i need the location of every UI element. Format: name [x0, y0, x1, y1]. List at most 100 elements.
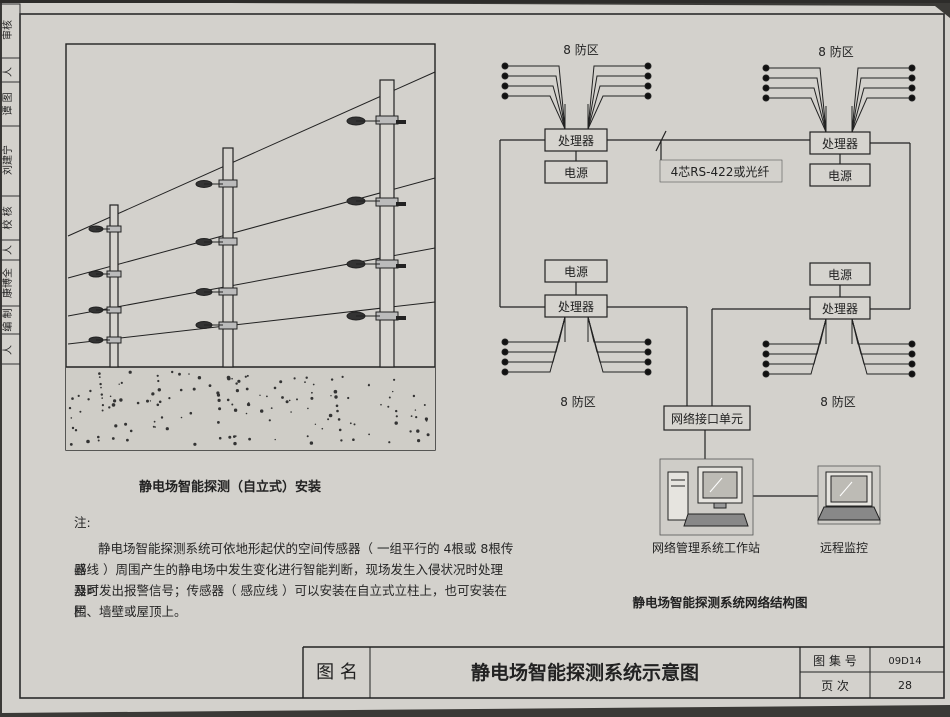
sensor-lead	[587, 65, 648, 130]
sensor-lead	[851, 97, 912, 133]
title-block	[302, 646, 944, 698]
ground-speckle	[380, 403, 382, 406]
ground-speckle	[245, 387, 249, 391]
title-block-name-label: 图 名	[316, 662, 358, 683]
zone-sensor-groups	[501, 62, 916, 378]
sensor-endpoint	[762, 340, 770, 348]
ground-speckle	[197, 376, 202, 380]
ground-speckle	[218, 407, 222, 411]
ground-speckle	[387, 405, 390, 408]
power-top-right: 电源	[809, 163, 871, 187]
ground-speckle	[310, 396, 314, 400]
sensor-endpoint	[908, 74, 916, 82]
svg-text:处理器: 处理器	[822, 302, 858, 316]
ground-speckle	[119, 398, 123, 402]
ground-speckle	[100, 393, 104, 396]
svg-text:处理器: 处理器	[558, 134, 594, 148]
ground-speckle	[328, 413, 333, 418]
ground-speckle	[179, 388, 183, 392]
zone-label-bottom-right: 8 防区	[820, 394, 855, 409]
ground-speckle	[113, 399, 117, 403]
notes-line-1: 静电场智能探测系统可依地形起伏的空间传感器（ 一组平行的 4根或 8根传感	[74, 541, 514, 577]
post-tall	[375, 79, 406, 368]
sensor-endpoint	[644, 338, 652, 346]
post-small	[106, 204, 122, 368]
ground-speckle	[347, 396, 350, 400]
ground-speckle	[333, 389, 338, 394]
ground-speckle	[415, 416, 418, 419]
ground-speckle	[259, 394, 261, 396]
ground-speckle	[235, 382, 238, 385]
ground-speckle	[368, 433, 370, 436]
atlas-number: 09D14	[888, 656, 921, 667]
processor-bottom-left: 处理器	[544, 294, 608, 318]
ground-speckle	[307, 407, 309, 410]
sensor-endpoint	[644, 82, 652, 90]
ground-speckle	[152, 425, 155, 428]
ground-speckle	[89, 389, 92, 393]
ground-speckle	[388, 441, 391, 444]
ground-speckle	[228, 435, 232, 439]
ground-speckle	[305, 376, 308, 379]
ground-speckle	[226, 398, 230, 402]
ground-speckle	[247, 402, 250, 404]
ground-speckle	[87, 398, 90, 401]
svg-text:电源: 电源	[564, 166, 588, 180]
ground-speckle	[218, 436, 222, 440]
sidebar-label-5: 校 核	[1, 206, 14, 229]
ground-speckle	[367, 384, 370, 387]
ground-speckle	[111, 437, 115, 440]
ground-speckle	[341, 375, 344, 378]
ground-speckle	[157, 388, 161, 392]
remote-monitor-label: 远程监控	[820, 540, 868, 555]
ground-speckle	[118, 383, 120, 385]
ground-speckle	[98, 372, 101, 375]
ground-speckle	[395, 409, 398, 413]
ground-speckle	[128, 370, 132, 374]
svg-text:处理器: 处理器	[558, 300, 594, 314]
ground-speckle	[349, 422, 352, 425]
ground-speckle	[274, 438, 276, 441]
sidebar-label-2: 人	[2, 67, 14, 77]
ground-speckle	[156, 403, 160, 407]
ground-speckle	[146, 399, 149, 403]
zone-label-top-right: 8 防区	[818, 44, 853, 59]
sensor-endpoint	[762, 74, 770, 82]
ground-speckle	[151, 393, 154, 396]
ground-speckle	[101, 404, 104, 407]
ground-speckle	[165, 427, 169, 431]
sensor-endpoint	[762, 370, 770, 378]
ground-speckle	[388, 396, 391, 399]
sensor-lead	[851, 77, 912, 133]
ground-speckle	[97, 435, 100, 439]
sensor-endpoint	[501, 358, 509, 366]
ground-speckle	[306, 435, 309, 438]
ground-speckle	[395, 415, 398, 418]
ground-speckle	[410, 415, 413, 417]
ground-speckle	[245, 412, 248, 415]
ground-speckle	[178, 372, 181, 376]
ground-speckle	[171, 370, 174, 374]
ground-speckle	[216, 393, 221, 397]
ground-speckle	[425, 419, 428, 422]
installation-caption: 静电场智能探测（自立式）安装	[139, 479, 321, 495]
notes-line-3: 及时发出报警信号；传感器（ 感应线 ）可以安装在自立式立柱上，也可安装在围	[74, 583, 507, 619]
ground-speckle	[189, 411, 193, 415]
sensor-endpoint	[908, 84, 916, 92]
sidebar-label-3: 谭 图	[2, 92, 14, 115]
ground-speckle	[156, 374, 159, 377]
ground-speckle	[126, 438, 129, 442]
ground-speckle	[97, 439, 100, 442]
ground-speckle	[312, 383, 315, 386]
ground-speckle	[352, 438, 355, 442]
drawing-title: 静电场智能探测系统示意图	[471, 661, 699, 684]
ground-speckle	[393, 378, 396, 381]
ground-speckle	[293, 377, 296, 380]
ground-speckle	[296, 398, 298, 401]
sensor-endpoint	[762, 360, 770, 368]
sensor-endpoint	[908, 350, 916, 358]
ground-speckle	[426, 433, 430, 437]
svg-text:网络接口单元: 网络接口单元	[671, 411, 743, 426]
ground-speckle	[235, 389, 239, 393]
